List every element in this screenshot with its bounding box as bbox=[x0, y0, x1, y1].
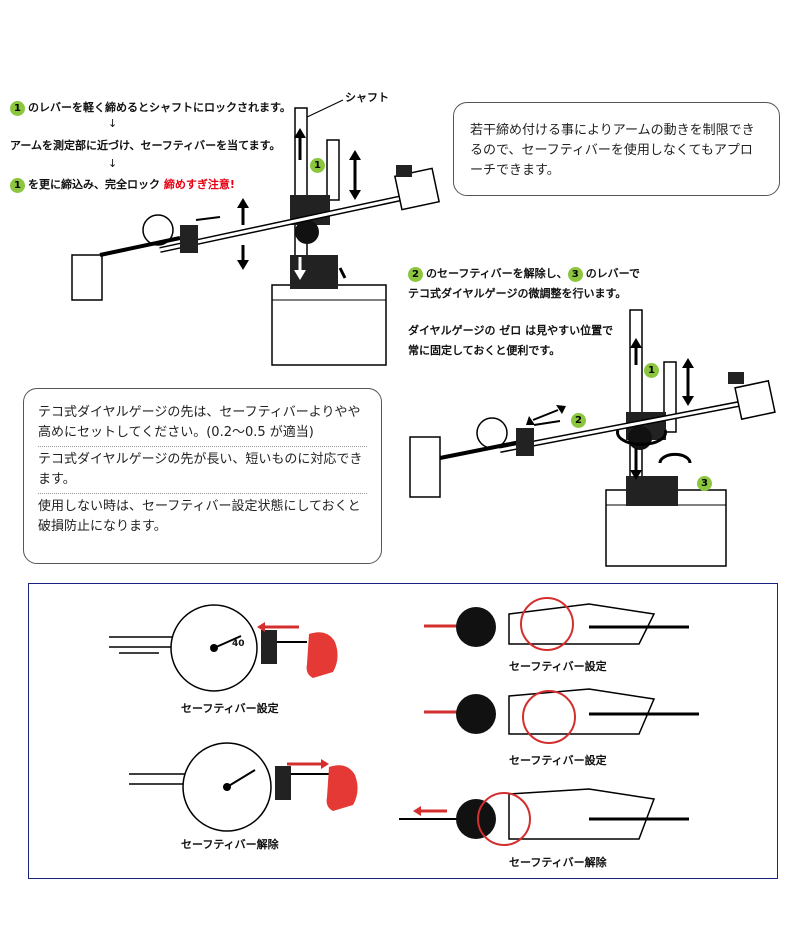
step-1-text: のレバーを軽く締めるとシャフトにロックされます。 bbox=[28, 101, 291, 114]
step-3-text: を更に締込み、完全ロック bbox=[28, 178, 160, 191]
caption-setting-right-2: セーフティバー設定 bbox=[509, 754, 607, 767]
safety-bar-release bbox=[399, 788, 689, 846]
middle-line2: テコ式ダイヤルゲージの微調整を行います。 bbox=[408, 287, 627, 300]
down-arrow-icon: ↓ bbox=[108, 117, 118, 130]
number-badge: 1 bbox=[644, 363, 659, 378]
note-left-p3: 使用しない時は、セーフティバー設定状態にしておくと破損防止になります。 bbox=[38, 499, 361, 534]
diagram2-badge-1: 1 bbox=[644, 360, 662, 379]
dial-gauge-release bbox=[129, 742, 358, 832]
middle-line4: 常に固定しておくと便利です。 bbox=[408, 344, 561, 357]
number-badge: 3 bbox=[697, 476, 712, 491]
caption-release-right: セーフティバー解除 bbox=[509, 856, 607, 869]
diagram1-lever-badge: 1 bbox=[310, 155, 328, 174]
note-box-top-right: 若干締め付ける事によりアームの動きを制限できるので、セーフティバーを使用しなくて… bbox=[453, 102, 780, 196]
dial-stand-diagram-top bbox=[71, 99, 441, 366]
note-box-left: テコ式ダイヤルゲージの先は、セーフティバーよりやや高めにセットしてください。(0… bbox=[23, 388, 382, 564]
number-badge: 1 bbox=[310, 158, 325, 173]
number-badge: 2 bbox=[408, 266, 423, 282]
divider bbox=[38, 446, 367, 447]
divider bbox=[38, 493, 367, 494]
caption-setting-left: セーフティバー設定 bbox=[181, 702, 279, 715]
safety-bar-setting-1 bbox=[424, 597, 689, 651]
down-arrow-icon: ↓ bbox=[108, 157, 118, 170]
note-left-p2: テコ式ダイヤルゲージの先が長い、短いものに対応できます。 bbox=[38, 452, 363, 487]
dial-gauge-setting bbox=[109, 604, 338, 692]
number-badge: 2 bbox=[571, 413, 586, 428]
dial-tick-40: 40 bbox=[232, 639, 245, 649]
caption-release-left: セーフティバー解除 bbox=[181, 838, 279, 851]
note-left-p1: テコ式ダイヤルゲージの先は、セーフティバーよりやや高めにセットしてください。(0… bbox=[38, 405, 361, 440]
diagram2-badge-3: 3 bbox=[697, 473, 715, 492]
note-top-right-text: 若干締め付ける事によりアームの動きを制限できるので、セーフティバーを使用しなくて… bbox=[470, 123, 755, 178]
step-2-text: アームを測定部に近づけ、セーフティバーを当てます。 bbox=[10, 139, 281, 152]
warning-text: 締めすぎ注意! bbox=[163, 178, 235, 191]
bottom-panel: 40 セーフティバー設定 セーフティバー解除 セーフティバー設定 セーフティバー… bbox=[28, 583, 778, 879]
middle-line3: ダイヤルゲージの ゼロ は見やすい位置で bbox=[408, 324, 614, 337]
number-badge: 1 bbox=[10, 100, 25, 116]
middle-line1-b: のレバーで bbox=[585, 267, 641, 280]
number-badge: 1 bbox=[10, 177, 25, 193]
diagram2-badge-2: 2 bbox=[571, 410, 589, 429]
safety-bar-illustrations bbox=[109, 597, 699, 846]
middle-line1-a: のセーフティバーを解除し、 bbox=[426, 267, 568, 280]
number-badge: 3 bbox=[567, 266, 583, 282]
shaft-label: シャフト bbox=[345, 91, 389, 104]
safety-bar-setting-2 bbox=[424, 688, 699, 744]
dial-stand-diagram-middle bbox=[409, 309, 776, 567]
caption-setting-right-1: セーフティバー設定 bbox=[509, 660, 607, 673]
